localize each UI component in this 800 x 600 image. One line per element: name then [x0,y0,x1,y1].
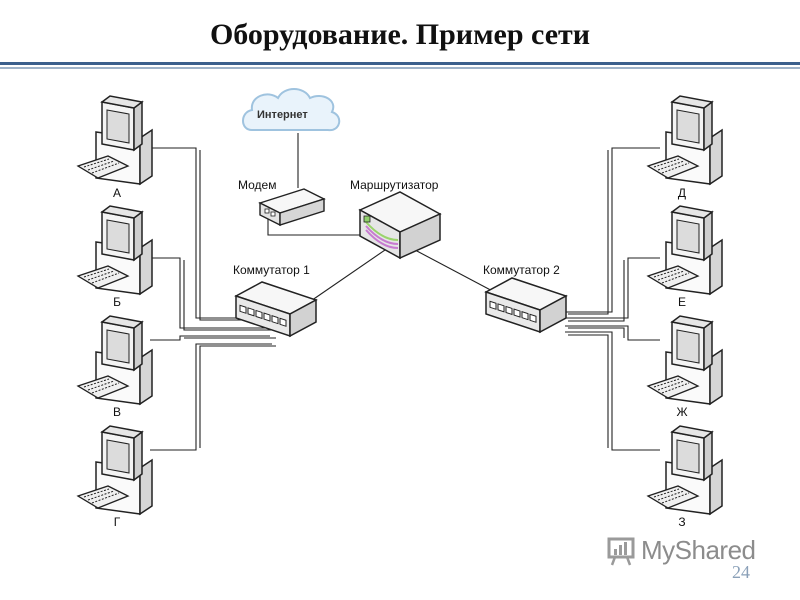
myshared-logo-icon [607,537,635,566]
computer-label-e: Е [677,295,686,309]
modem-label: Модем [238,178,277,192]
internet-cloud-icon [242,88,341,132]
switch1-label: Коммутатор 1 [233,263,310,277]
computer-label-v: В [112,405,121,419]
computer-z-icon [647,425,723,515]
router-label: Маршрутизатор [350,178,439,192]
computer-label-zh: Ж [676,405,688,419]
page-title: Оборудование. Пример сети [209,18,591,51]
modem-icon [258,188,326,227]
switch2-label: Коммутатор 2 [483,263,560,277]
computer-e-icon [647,205,723,295]
title-divider-thin [0,67,800,69]
computer-g-icon [77,425,153,515]
watermark-text: MyShared [641,535,756,565]
computer-a-icon [77,95,153,185]
computer-label-d: Д [677,186,687,200]
computer-d-icon [647,95,723,185]
computer-v-icon [77,315,153,405]
router-icon [358,191,442,260]
switch2-icon [485,277,567,333]
computer-zh-icon [647,315,723,405]
internet-label: Интернет [257,109,308,121]
computer-b-icon [77,205,153,295]
computer-label-a: А [112,186,121,200]
page-number: 24 [732,562,750,582]
title-divider [0,62,800,65]
computer-label-b: Б [113,295,121,309]
computer-label-g: Г [113,515,121,529]
computer-label-z: З [678,515,686,529]
